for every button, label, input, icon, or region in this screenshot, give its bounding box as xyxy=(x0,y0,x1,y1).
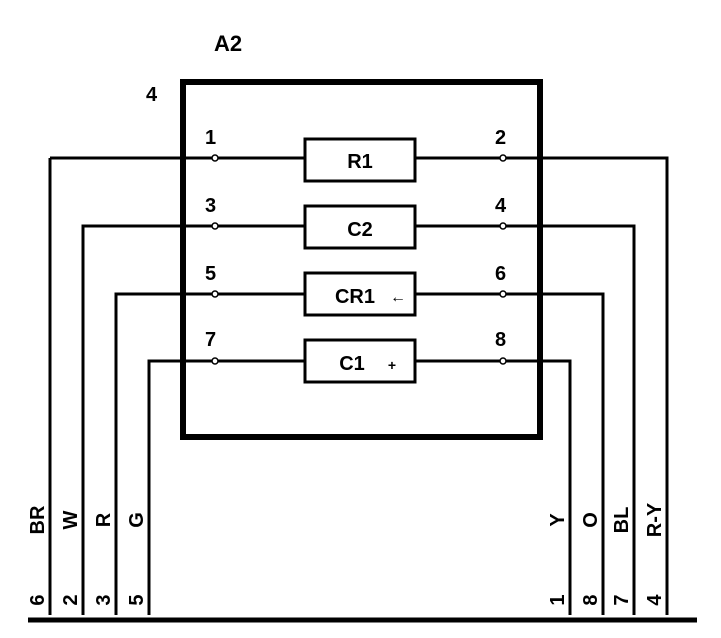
module-title: A2 xyxy=(214,31,242,56)
right-terminal-numbers: 1 8 7 4 xyxy=(547,594,666,606)
right-wire-labels: Y O BL R-Y xyxy=(547,502,666,537)
pin-label-7: 7 xyxy=(205,329,216,351)
component-row-r1: R1 1 2 xyxy=(48,127,669,615)
left-terminal-numbers: 6 2 3 5 xyxy=(27,594,148,605)
wire-color-label: R-Y xyxy=(644,502,666,537)
component-row-c2: C2 3 4 xyxy=(81,195,636,615)
wire-y xyxy=(415,359,572,615)
component-row-cr1: CR1 ← 5 6 xyxy=(114,263,605,615)
wire-color-label: R xyxy=(93,512,115,527)
pin-2-dot xyxy=(499,154,507,162)
component-label-c1: C1 xyxy=(339,353,365,375)
pin-6-dot xyxy=(499,290,507,298)
wire-color-label: BL xyxy=(611,507,633,534)
component-box-r1 xyxy=(303,137,417,183)
diode-arrow-icon: ← xyxy=(390,289,406,306)
terminal-number: 1 xyxy=(547,594,569,605)
pin-label-6: 6 xyxy=(495,263,506,285)
terminal-number: 2 xyxy=(60,594,82,605)
wire-color-label: O xyxy=(580,512,602,528)
wire-ry xyxy=(415,156,669,615)
wire-o xyxy=(415,292,605,615)
left-wire-labels: BR W R G xyxy=(27,505,148,534)
wire-color-label: Y xyxy=(547,513,569,527)
terminal-number: 7 xyxy=(611,594,633,605)
component-box-c2 xyxy=(303,204,417,250)
component-label-c2: C2 xyxy=(347,219,373,241)
pin-label-5: 5 xyxy=(205,263,216,285)
pin-3-dot xyxy=(211,222,219,230)
component-row-c1: C1 + 7 8 xyxy=(147,329,572,615)
wire-bl xyxy=(415,224,636,615)
component-box-cr1 xyxy=(303,271,417,317)
terminal-number: 6 xyxy=(27,594,49,605)
terminal-number: 5 xyxy=(126,594,148,605)
pin-label-3: 3 xyxy=(205,195,216,217)
wire-r xyxy=(114,292,305,615)
wire-w xyxy=(81,224,305,615)
wire-color-label: BR xyxy=(27,505,49,534)
wire-color-label: G xyxy=(126,512,148,528)
component-box-c1 xyxy=(303,338,417,384)
terminal-number: 8 xyxy=(580,594,602,605)
pin-label-2: 2 xyxy=(495,127,506,149)
pin-label-8: 8 xyxy=(495,329,506,351)
pin-label-1: 1 xyxy=(205,127,216,149)
component-label-r1: R1 xyxy=(347,151,373,173)
polarity-plus-icon: + xyxy=(388,357,396,373)
module-corner-number: 4 xyxy=(146,84,158,106)
component-label-cr1: CR1 xyxy=(335,286,375,308)
pin-8-dot xyxy=(499,357,507,365)
terminal-number: 3 xyxy=(93,594,115,605)
pin-1-dot xyxy=(211,154,219,162)
pin-5-dot xyxy=(211,290,219,298)
pin-label-4: 4 xyxy=(495,195,507,217)
pin-7-dot xyxy=(211,357,219,365)
module-box xyxy=(180,79,543,440)
wire-g xyxy=(147,359,305,615)
wire-color-label: W xyxy=(60,510,82,529)
terminal-number: 4 xyxy=(644,594,666,606)
pin-4-dot xyxy=(499,222,507,230)
